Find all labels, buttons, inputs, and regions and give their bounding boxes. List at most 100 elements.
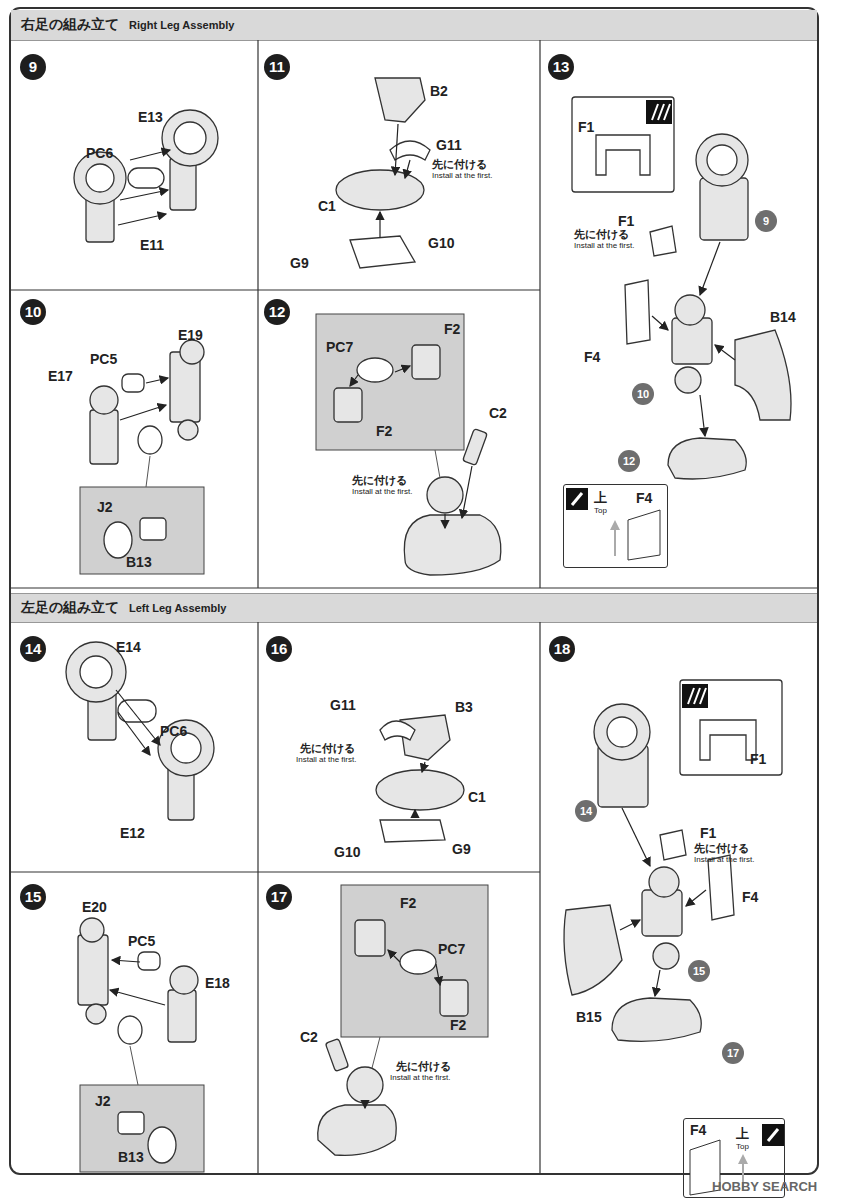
install-note: 先に付ける	[352, 474, 407, 486]
node-text: 9	[29, 59, 37, 76]
node-text: 17	[727, 1047, 739, 1059]
sub-assembly-marker: 9	[755, 210, 777, 232]
install-note: Install at the first.	[432, 172, 492, 181]
sub-assembly-marker: 12	[618, 450, 640, 472]
part-label: PC6	[160, 724, 187, 739]
step-number: 9	[20, 54, 46, 80]
node-text: 9	[763, 215, 769, 227]
sub-assembly-marker: 17	[722, 1042, 744, 1064]
part-label: PC6	[86, 146, 113, 161]
node-text: 左足の組み立て	[21, 600, 119, 615]
part-label: F2	[400, 896, 416, 911]
node-text: 13	[553, 59, 570, 76]
part-label: F1	[578, 120, 594, 135]
node-text: 右足の組み立て	[21, 17, 119, 32]
step-number: 15	[20, 884, 46, 910]
install-note: Install at the first.	[296, 756, 356, 765]
node-text: 上	[594, 491, 607, 505]
step-number: 18	[549, 636, 575, 662]
part-label: B15	[576, 1010, 602, 1025]
node-text: 10	[637, 388, 649, 400]
node-text: 16	[271, 641, 288, 658]
node-text: 15	[25, 889, 42, 906]
part-label: E19	[178, 328, 203, 343]
part-label: C1	[468, 790, 486, 805]
node-text: 17	[271, 889, 288, 906]
part-label: F2	[450, 1018, 466, 1033]
step-number: 12	[264, 299, 290, 325]
step-number: 14	[20, 636, 46, 662]
part-label: G10	[334, 845, 360, 860]
part-label: F1	[618, 214, 634, 229]
part-label: F2	[444, 322, 460, 337]
part-label: PC7	[438, 942, 465, 957]
install-note: Install at the first.	[694, 856, 754, 865]
install-note: 先に付ける	[694, 842, 749, 854]
part-label: E13	[138, 110, 163, 125]
part-label: G11	[330, 698, 356, 713]
install-note: 先に付ける	[574, 228, 629, 240]
node-text: 12	[623, 455, 635, 467]
node-text: 14	[580, 805, 592, 817]
part-label: E18	[205, 976, 230, 991]
node-text: 14	[25, 641, 42, 658]
part-label: B13	[126, 555, 152, 570]
part-label: F1	[750, 752, 766, 767]
install-note: 先に付ける	[432, 158, 487, 170]
install-note: Install at the first.	[390, 1074, 450, 1083]
node-text: 12	[269, 304, 286, 321]
node-text: F4	[636, 491, 652, 506]
sub-assembly-marker: 10	[632, 383, 654, 405]
node-text: 15	[693, 965, 705, 977]
part-label: C1	[318, 199, 336, 214]
node-text: Left Leg Assembly	[129, 602, 226, 614]
part-label: PC5	[90, 352, 117, 367]
part-label: PC5	[128, 934, 155, 949]
part-label: C2	[489, 406, 507, 421]
node-text: Top	[594, 507, 607, 516]
part-label: B14	[770, 310, 796, 325]
part-label: B3	[455, 700, 473, 715]
step-number: 10	[20, 299, 46, 325]
step-number: 13	[548, 54, 574, 80]
part-label: E14	[116, 640, 141, 655]
install-note: Install at the first.	[574, 242, 634, 251]
section-band: 右足の組み立て Right Leg Assembly	[11, 10, 817, 40]
part-label: E20	[82, 900, 107, 915]
sub-assembly-marker: 14	[575, 800, 597, 822]
install-note: 先に付ける	[396, 1060, 451, 1072]
part-label: F4	[584, 350, 600, 365]
part-label: F4	[742, 890, 758, 905]
part-label: E12	[120, 826, 145, 841]
part-label: G9	[290, 256, 309, 271]
node-text: 10	[25, 304, 42, 321]
part-label: C2	[300, 1030, 318, 1045]
part-label: J2	[95, 1094, 111, 1109]
part-label: E11	[140, 238, 164, 253]
part-label: F2	[376, 424, 392, 439]
part-label: J2	[97, 500, 113, 515]
install-note: 先に付ける	[300, 742, 355, 754]
step-number: 11	[264, 54, 290, 80]
part-label: B13	[118, 1150, 144, 1165]
part-label: E17	[48, 369, 73, 384]
node-text: 11	[269, 59, 285, 76]
node-text: Right Leg Assembly	[129, 19, 234, 31]
part-label: G11	[436, 138, 462, 153]
node-text: 上	[736, 1127, 749, 1141]
node-text: Top	[736, 1143, 749, 1152]
sub-assembly-marker: 15	[688, 960, 710, 982]
watermark: HOBBY SEARCH	[712, 1180, 817, 1194]
part-label: B2	[430, 84, 448, 99]
node-text: 18	[554, 641, 571, 658]
part-label: G10	[428, 236, 454, 251]
part-label: PC7	[326, 340, 353, 355]
step-number: 17	[266, 884, 292, 910]
part-label: G9	[452, 842, 471, 857]
install-note: Install at the first.	[352, 488, 412, 497]
part-label: F1	[700, 826, 716, 841]
section-band: 左足の組み立て Left Leg Assembly	[11, 594, 817, 622]
node-text: F4	[690, 1123, 706, 1138]
note-box: 上 Top F4	[563, 484, 668, 568]
